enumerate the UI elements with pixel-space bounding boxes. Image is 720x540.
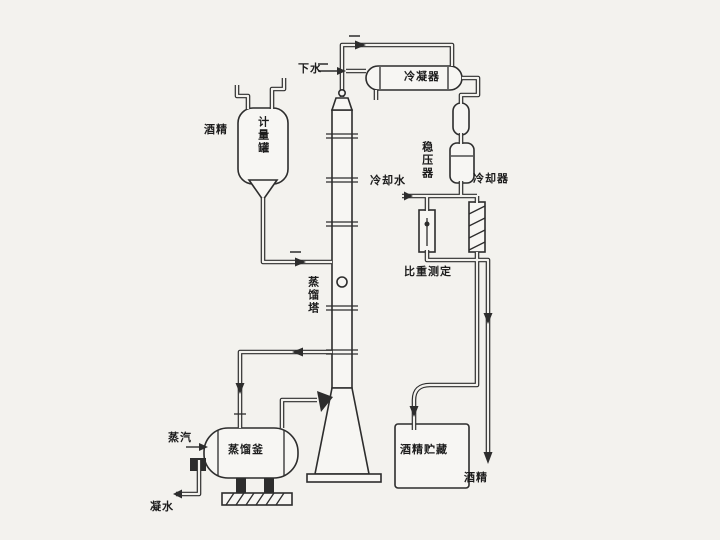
steam-arrowhead bbox=[199, 443, 208, 451]
flow-arrow-product-line bbox=[483, 313, 493, 324]
flow-arrow-still-feed bbox=[235, 383, 245, 394]
storage-tank bbox=[394, 423, 470, 489]
flow-tick-marks bbox=[290, 35, 360, 253]
label-cooler: 冷却器 bbox=[473, 172, 509, 185]
column-skirt bbox=[306, 387, 382, 483]
label-alcohol-storage: 酒精贮藏 bbox=[400, 443, 448, 456]
label-alcohol-out: 酒精 bbox=[464, 471, 488, 484]
flow-arrow-tank-inlet bbox=[409, 406, 419, 417]
flow-arrow-reflux bbox=[292, 347, 303, 357]
densimeter-vessel bbox=[418, 209, 436, 253]
still-leg-left bbox=[236, 478, 246, 493]
vapor-inlet-nozzle bbox=[317, 391, 333, 412]
cooler-coil-hatch bbox=[468, 205, 486, 251]
flow-arrow-feed bbox=[295, 257, 306, 267]
stabilizer-body bbox=[449, 142, 475, 184]
condensate-arrowhead bbox=[173, 489, 182, 499]
label-steam: 蒸汽 bbox=[168, 431, 192, 444]
still-head-seams bbox=[217, 430, 285, 476]
label-drain-water: 下水 bbox=[298, 62, 322, 75]
cooler-vessel bbox=[468, 201, 486, 253]
metering-tank-funnel bbox=[247, 179, 279, 202]
foundation-hatch bbox=[225, 492, 285, 506]
label-metering-tank: 计量罐 bbox=[256, 116, 270, 155]
buffer-pot-body bbox=[452, 102, 470, 136]
alcohol-out-arrowhead bbox=[483, 452, 493, 464]
distillation-column bbox=[326, 97, 358, 389]
metering-tank-vessel bbox=[237, 107, 289, 202]
fittings-layer bbox=[234, 89, 430, 415]
still-foundation bbox=[221, 492, 293, 506]
column-shell bbox=[331, 109, 353, 389]
flow-arrows bbox=[173, 35, 493, 499]
densimeter-float bbox=[424, 221, 430, 227]
label-distillation-column: 蒸馏塔 bbox=[306, 276, 320, 315]
label-distillation-still: 蒸馏釜 bbox=[228, 443, 264, 456]
condenser-tubesheets bbox=[379, 67, 449, 89]
flow-arrow-overhead bbox=[355, 40, 366, 50]
still-body bbox=[203, 427, 299, 479]
label-condenser: 冷凝器 bbox=[404, 70, 440, 83]
flow-arrow-cooling-water bbox=[404, 191, 413, 201]
distillation-still bbox=[190, 427, 299, 506]
storage-tank-body bbox=[394, 423, 470, 489]
label-condensate: 凝水 bbox=[150, 500, 174, 513]
pressure-stabilizer-vessel bbox=[449, 142, 475, 184]
label-alcohol-feed: 酒精 bbox=[204, 123, 228, 136]
label-cooling-water: 冷却水 bbox=[370, 174, 406, 187]
label-specific-gravity: 比重测定 bbox=[404, 265, 452, 278]
still-leg-right bbox=[264, 478, 274, 493]
column-flanges bbox=[326, 133, 358, 355]
skirt-base bbox=[306, 473, 382, 483]
equipment-layer bbox=[190, 65, 486, 506]
buffer-pot bbox=[452, 102, 470, 136]
column-top-cap bbox=[330, 97, 354, 111]
drain-water-arrowhead bbox=[337, 67, 346, 75]
column-sight-glass bbox=[336, 276, 348, 288]
label-pressure-stabilizer: 稳压器 bbox=[420, 141, 434, 180]
column-top-fitting bbox=[337, 89, 346, 98]
